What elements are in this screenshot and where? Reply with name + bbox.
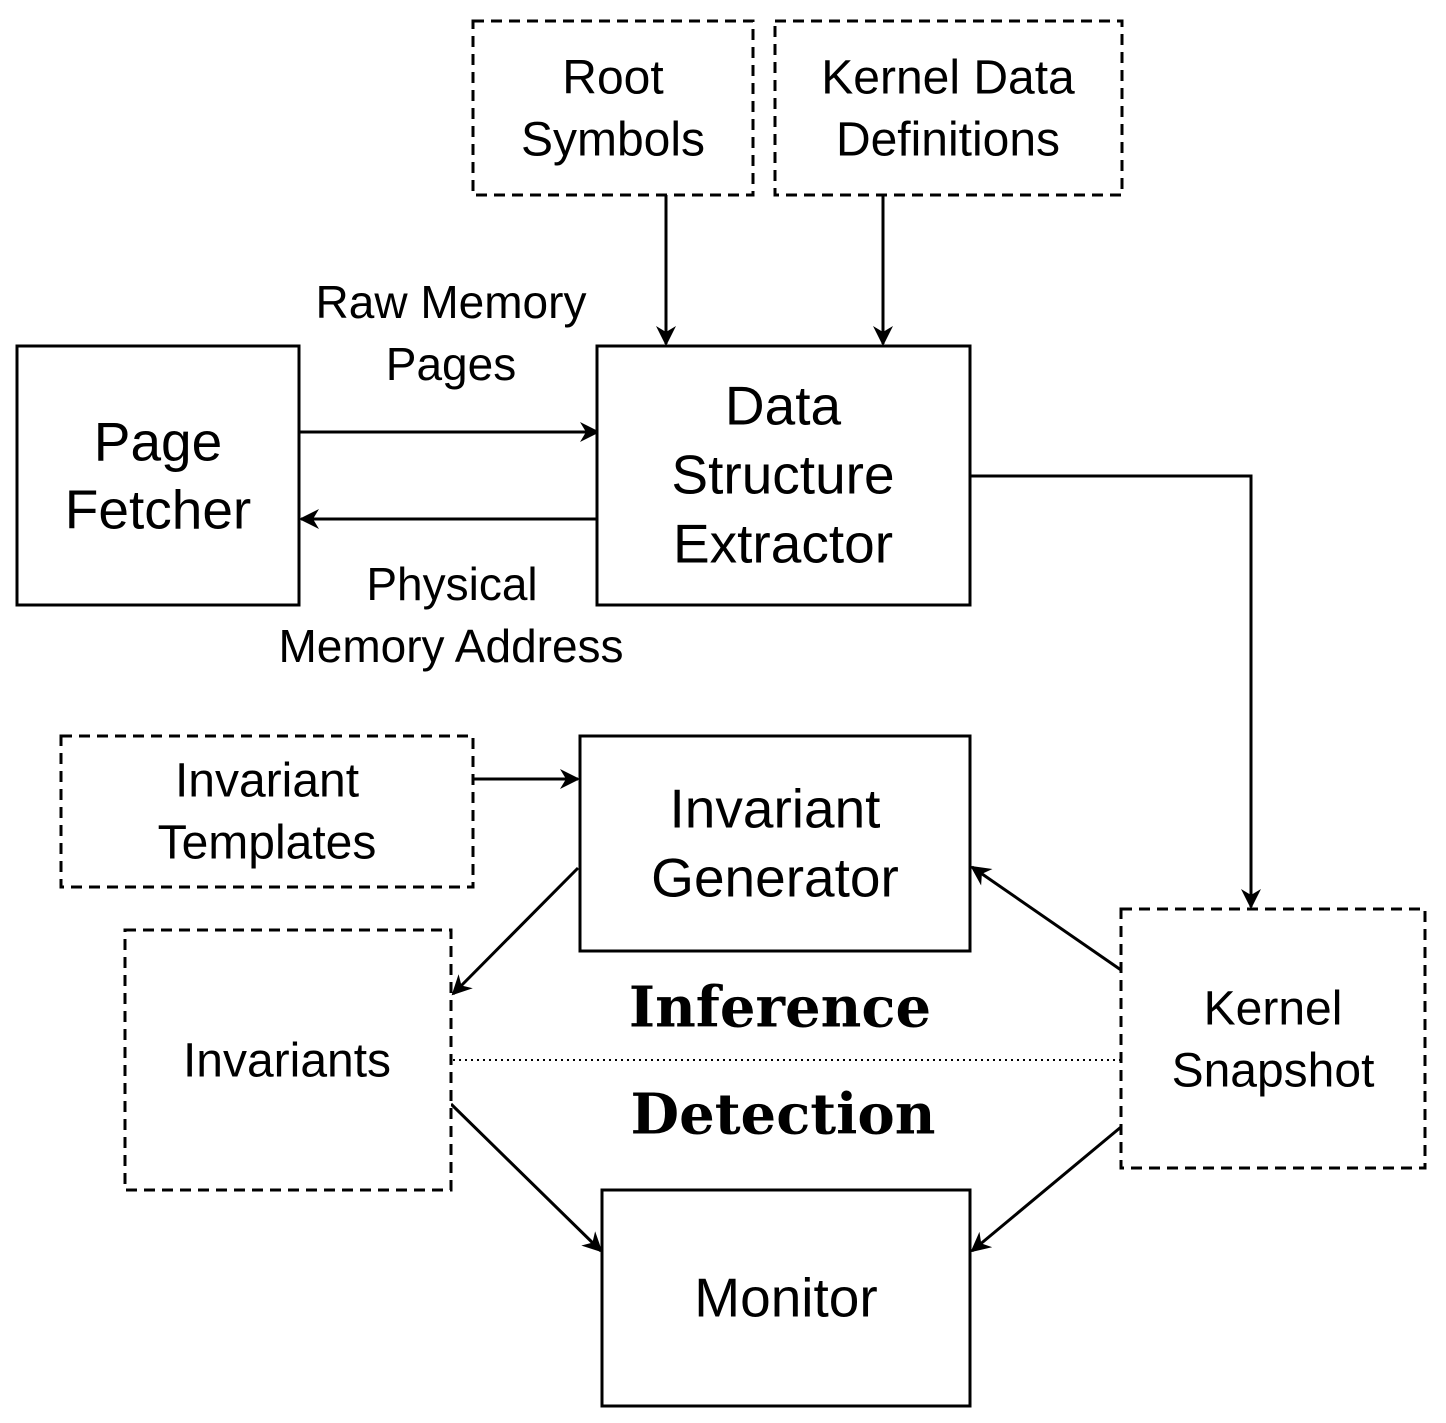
- data-structure-extractor-line2: Structure: [671, 444, 894, 506]
- root-symbols-line1: Root: [562, 52, 663, 105]
- data-structure-extractor-line3: Extractor: [673, 513, 893, 575]
- invariants-line1: Invariants: [183, 1035, 391, 1088]
- data-structure-extractor-line1: Data: [725, 375, 842, 437]
- page-fetcher-line1: Page: [94, 411, 222, 473]
- edge-snapshot-to-monitor: [970, 1125, 1122, 1253]
- kernel-data-definitions-node: Kernel Data Definitions: [773, 19, 1124, 197]
- page-fetcher-line2: Fetcher: [65, 479, 251, 541]
- raw-memory-pages-line2: Pages: [386, 338, 516, 390]
- root-symbols-node: Root Symbols: [471, 19, 755, 197]
- kernel-snapshot-line1: Kernel: [1204, 983, 1343, 1036]
- inference-phase-label: Inference: [629, 975, 931, 1041]
- edge-snapshot-to-generator: [970, 865, 1122, 972]
- edge-generator-to-invariants: [451, 866, 580, 996]
- physical-memory-address-line1: Physical: [366, 558, 537, 610]
- kernel-snapshot-line2: Snapshot: [1172, 1045, 1375, 1098]
- kernel-data-definitions-line1: Kernel Data: [821, 52, 1075, 105]
- invariant-generator-line2: Generator: [651, 847, 899, 909]
- invariant-generator-node: Invariant Generator: [578, 734, 972, 953]
- kernel-data-definitions-line2: Definitions: [836, 114, 1060, 167]
- invariant-generator-line1: Invariant: [670, 778, 881, 840]
- monitor-line1: Monitor: [694, 1267, 877, 1329]
- edge-extractor-to-kernel-snapshot: [970, 474, 1261, 909]
- invariants-node: Invariants: [123, 928, 453, 1192]
- raw-memory-pages-line1: Raw Memory: [316, 276, 587, 328]
- kernel-snapshot-node: Kernel Snapshot: [1119, 907, 1427, 1170]
- physical-memory-address-label: Physical Memory Address: [278, 558, 623, 672]
- monitor-node: Monitor: [600, 1188, 972, 1408]
- invariant-templates-line2: Templates: [158, 817, 377, 870]
- invariant-templates-line1: Invariant: [175, 755, 359, 808]
- data-structure-extractor-node: Data Structure Extractor: [595, 344, 972, 607]
- invariant-templates-node: Invariant Templates: [59, 734, 475, 889]
- page-fetcher-node: Page Fetcher: [15, 344, 301, 607]
- detection-phase-label: Detection: [631, 1082, 936, 1148]
- root-symbols-line2: Symbols: [521, 114, 705, 167]
- edge-invariants-to-monitor: [449, 1102, 603, 1253]
- raw-memory-pages-label: Raw Memory Pages: [316, 276, 587, 390]
- physical-memory-address-line2: Memory Address: [278, 620, 623, 672]
